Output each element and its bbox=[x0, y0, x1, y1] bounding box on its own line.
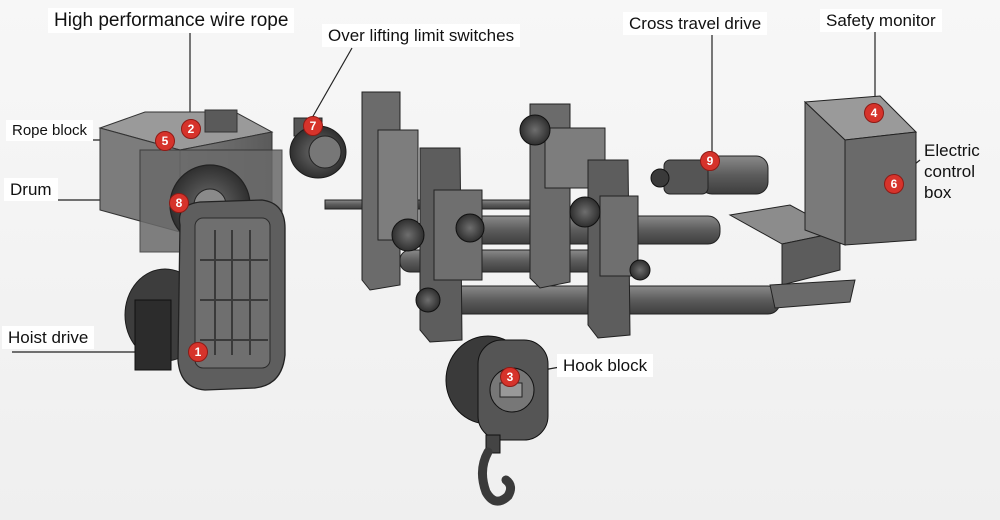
cross-travel-shaft-end bbox=[650, 168, 670, 188]
gearbox-ribs bbox=[200, 230, 268, 355]
control-box-front bbox=[844, 131, 917, 246]
label-control-box: Electric control box bbox=[924, 141, 980, 202]
side-plate-right-front-inner bbox=[599, 195, 639, 277]
badge-limit-switches: 7 bbox=[303, 116, 323, 136]
rope-block-flange-top bbox=[204, 109, 238, 133]
label-drum: Drum bbox=[4, 178, 58, 201]
hoist-drive-assembly bbox=[124, 199, 286, 391]
leader-limit-switches bbox=[311, 47, 353, 119]
label-safety-monitor: Safety monitor bbox=[820, 9, 942, 32]
label-limit-switches: Over lifting limit switches bbox=[322, 24, 521, 47]
badge-wire-rope: 2 bbox=[181, 119, 201, 139]
label-hoist-drive: Hoist drive bbox=[2, 326, 95, 349]
badge-hook-block: 3 bbox=[500, 367, 520, 387]
label-rope-block: Rope block bbox=[6, 120, 94, 141]
electric-control-box bbox=[803, 95, 918, 246]
wheel-right bbox=[519, 114, 551, 146]
badge-drum: 8 bbox=[169, 193, 189, 213]
badge-rope-block: 5 bbox=[155, 131, 175, 151]
wheel-left-front bbox=[455, 213, 485, 243]
wheel-right-low bbox=[629, 259, 651, 281]
hook-block-assembly bbox=[445, 335, 549, 506]
label-hook-block: Hook block bbox=[557, 354, 654, 377]
label-cross-travel: Cross travel drive bbox=[623, 12, 768, 35]
hoist-motor-terminal bbox=[134, 299, 172, 371]
badge-cross-travel: 9 bbox=[700, 151, 720, 171]
limit-switch-face bbox=[308, 135, 342, 169]
wheel-left bbox=[391, 218, 425, 252]
wheel-right-front bbox=[569, 196, 601, 228]
badge-control-box: 6 bbox=[884, 174, 904, 194]
wheel-left-low bbox=[415, 287, 441, 313]
badge-safety-monitor: 4 bbox=[864, 103, 884, 123]
label-wire-rope: High performance wire rope bbox=[48, 8, 295, 33]
trolley-frame bbox=[324, 91, 781, 343]
base-foot bbox=[769, 279, 856, 309]
hook bbox=[478, 447, 516, 506]
limit-switch-assembly bbox=[289, 117, 347, 179]
badge-hoist-drive: 1 bbox=[188, 342, 208, 362]
